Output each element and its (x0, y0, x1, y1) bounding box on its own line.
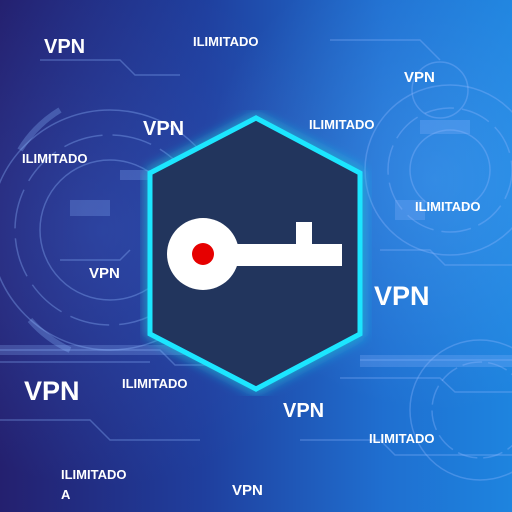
vpn-word-2: VPN (404, 69, 435, 86)
vpn-word-5: VPN (374, 281, 430, 311)
ilimitado-word-3: ILIMITADO (22, 151, 88, 166)
ilimitado-word-5: ILIMITADO (122, 376, 188, 391)
ilimitado-word-7-wrap: A (61, 487, 71, 502)
ilimitado-word-4: ILIMITADO (415, 199, 481, 214)
ilimitado-word-6: ILIMITADO (369, 431, 435, 446)
vpn-word-4: VPN (89, 265, 120, 282)
key-red-dot (192, 243, 214, 265)
key-emblem (147, 115, 363, 392)
ilimitado-word-2: ILIMITADO (309, 117, 375, 132)
vpn-word-8: VPN (232, 482, 263, 499)
vpn-word-1: VPN (44, 36, 86, 58)
ilimitado-word-7: ILIMITADO (61, 467, 127, 482)
vpn-word-6: VPN (24, 376, 80, 406)
key-icon (167, 218, 342, 290)
vpn-word-3: VPN (143, 118, 185, 140)
vpn-word-7: VPN (283, 400, 325, 422)
ilimitado-word-1: ILIMITADO (193, 34, 259, 49)
